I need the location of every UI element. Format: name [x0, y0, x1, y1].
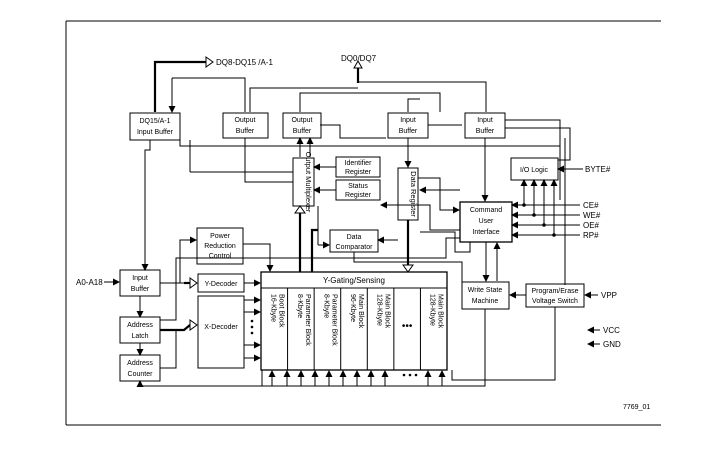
output-buffer-2-label-2: Buffer — [293, 128, 312, 135]
address-counter-label-1: Address — [127, 360, 153, 367]
y-gating-label: Y-Gating/Sensing — [323, 276, 385, 285]
input-buffer-1-label-1: Input — [400, 117, 416, 124]
dq15-buffer-label-1: DQ15/A-1 — [139, 118, 170, 125]
output-multiplexer-label: Output Multiplexer — [304, 152, 313, 213]
vcc-label: VCC — [603, 326, 620, 335]
pin-ce: CE# — [583, 201, 599, 210]
address-counter — [119, 354, 161, 382]
memory-block-label: Parameter Block — [304, 294, 311, 346]
dq-high-arrow — [205, 56, 214, 68]
input-buffer-2-label-1: Input — [477, 117, 493, 124]
cui-label-2: User — [479, 218, 494, 225]
input-buffer-1-label-2: Buffer — [399, 128, 418, 135]
cui-label-3: Interface — [472, 229, 499, 236]
power-reduction-label-1: Power — [210, 233, 231, 240]
dq15-buffer-label-2: Input Buffer — [137, 129, 174, 136]
output-buffer-1 — [222, 112, 269, 139]
addr-input-buffer-label-1: Input — [132, 275, 148, 282]
x-decoder — [197, 295, 245, 369]
dq15-input-buffer — [129, 112, 181, 141]
pin-oe: OE# — [583, 221, 600, 230]
pe-switch-label-1: Program/Erase — [531, 288, 578, 295]
identifier-register-label-1: Identifier — [345, 160, 373, 167]
x-decoder-label: X-Decoder — [204, 324, 238, 331]
addr-input-buffer-label-2: Buffer — [131, 286, 150, 293]
dq-high-bus — [153, 60, 206, 112]
memory-block-label: Main Block — [357, 294, 364, 329]
memory-block-label: Main Block — [437, 294, 444, 329]
power-reduction-label-3: Control — [209, 253, 232, 260]
address-latch-label-2: Latch — [131, 333, 148, 340]
address-counter-label-2: Counter — [128, 371, 154, 378]
memory-block-label: Parameter Block — [330, 294, 337, 346]
pin-rp: RP# — [583, 231, 599, 240]
output-buffer-1-label-1: Output — [234, 117, 255, 124]
memory-block-label: Main Block — [384, 294, 391, 329]
vpp-label: VPP — [601, 291, 617, 300]
address-input-buffer — [119, 269, 161, 297]
pin-we: WE# — [583, 211, 601, 220]
memory-block-label: 8-Kbyte — [322, 294, 329, 318]
address-latch-label-1: Address — [127, 322, 153, 329]
byte-pin-label: BYTE# — [585, 165, 611, 174]
array-bottom-arrows — [268, 370, 446, 386]
identifier-register-label-2: Register — [345, 169, 372, 176]
dq-low-label: DQ0/DQ7 — [341, 54, 377, 63]
memory-block-label: Boot Block — [277, 294, 284, 328]
io-logic-label: I/O Logic — [520, 167, 549, 174]
gnd-label: GND — [603, 340, 621, 349]
status-register-label-2: Register — [345, 192, 372, 199]
wsm-label-2: Machine — [472, 298, 499, 305]
wsm-label-1: Write State — [468, 287, 503, 294]
output-buffer-1-label-2: Buffer — [236, 128, 255, 135]
power-reduction-label-2: Reduction — [204, 243, 236, 250]
memory-block-label: 8-Kbyte — [296, 294, 303, 318]
address-latch — [119, 316, 161, 344]
y-decoder-label: Y-Decoder — [205, 281, 238, 288]
memory-block-label: 96-Kbyte — [349, 294, 356, 322]
dq-high-label: DQ8-DQ15 /A-1 — [216, 58, 273, 67]
data-comparator-label-2: Comparator — [336, 244, 374, 251]
pe-switch-label-2: Voltage Switch — [532, 298, 578, 305]
memory-block-label: 128-Kbyte — [429, 294, 436, 326]
data-register-label: Data Register — [409, 171, 418, 217]
memory-block-ellipsis: ••• — [402, 321, 413, 332]
memory-block-label: 128-Kbyte — [376, 294, 383, 326]
address-pins-label: A0-A18 — [76, 278, 103, 287]
command-user-interface — [459, 201, 513, 243]
figure-id: 7769_01 — [623, 404, 650, 411]
output-buffer-2-label-1: Output — [291, 117, 312, 124]
status-register-label-1: Status — [348, 183, 368, 190]
input-buffer-2-label-2: Buffer — [476, 128, 495, 135]
memory-block-label: 16-Kbyte — [269, 294, 276, 322]
cui-label-1: Command — [470, 207, 502, 214]
data-comparator-label-1: Data — [347, 234, 362, 241]
